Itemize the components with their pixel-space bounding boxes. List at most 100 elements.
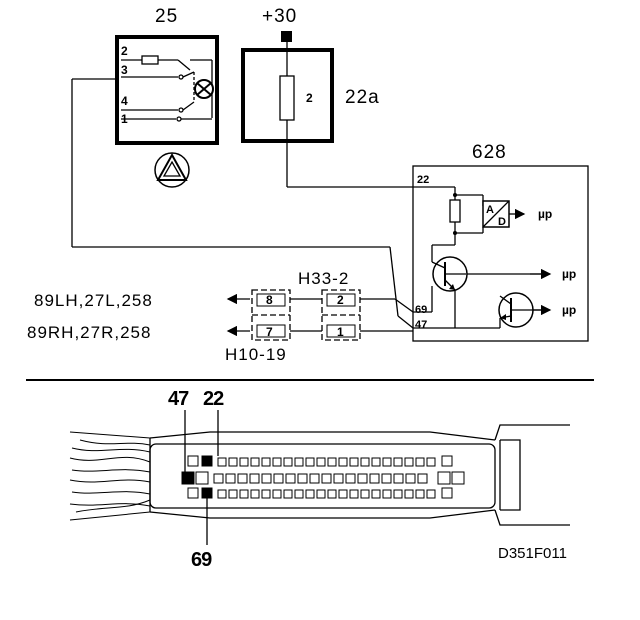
pin-leader-lines [184,410,219,545]
ad-label-d: D [498,216,506,228]
connector-end-pins [437,455,465,499]
connector-pin-cavity [285,473,296,484]
connector-pin-cavity [333,473,344,484]
connector-pin-cavity [261,473,272,484]
connector-pin-cavity [382,457,392,467]
connector-pin-cavity [417,473,428,484]
connector-pin-cavity [217,457,227,467]
component-22a: +30 2 22a [241,6,380,143]
transistor-2-icon [498,292,534,328]
connector-pin-cavity [426,457,436,467]
c628-pin-22: 22 [417,174,429,186]
connector-pin-cavity [349,457,359,467]
transistor-1-icon [431,256,468,292]
c25-pin-2: 2 [121,44,128,58]
h10-19-label: H10-19 [225,345,287,364]
connector-pin-cavity [321,473,332,484]
h10-pin-8: 8 [266,293,273,307]
ad-converter-icon: A D [482,200,510,228]
connector-pin-cavity [225,473,236,484]
connector-pin-cavity [393,457,403,467]
connector-pin-cavity [250,457,260,467]
external-wiring [71,78,414,332]
connector-pin-cavity [327,457,337,467]
connector-pin-cavity [405,473,416,484]
connector-pin-cavity [273,473,284,484]
connector-pin-cavity [283,489,293,499]
connector-pin-cavity [283,457,293,467]
component-25-label: 25 [155,6,178,27]
mu-p-1: µp [538,207,552,221]
h10-pin-7: 7 [266,325,273,339]
connector-pin-22-label: 22 [203,388,224,410]
connector-pin-cavity [393,489,403,499]
connector-pin-cavity [371,489,381,499]
component-25-box [115,35,219,145]
connector-pin-cavity [239,457,249,467]
component-22a-label: 22a [345,87,380,108]
h33-pin-2: 2 [337,293,344,307]
connector-pin-cavity [357,473,368,484]
component-25: 25 2 3 4 1 [115,6,219,188]
connector-pin-cavity [261,489,271,499]
component-628-box [412,165,589,342]
component-628: 628 22 69 47 [412,142,589,342]
connector-pin-cavity [360,489,370,499]
connector-pin-row-top [217,457,436,467]
connector-pin-cavity [371,457,381,467]
supply-terminal [281,31,292,42]
connector-pin-cavity [345,473,356,484]
connector-pin-cavity [415,457,425,467]
connector-pin-cavity [250,489,260,499]
c628-pin-69: 69 [415,304,427,316]
connector-pin-cavity [369,473,380,484]
component-628-label: 628 [472,142,507,163]
connector-housing [149,424,570,526]
connector-pin-69-label: 69 [191,549,212,571]
h33-2-label: H33-2 [298,269,349,288]
fuse-icon [279,75,295,121]
supply-plus30-label: +30 [262,6,297,27]
figure-code: D351F011 [498,545,567,562]
connector-h33-2: H33-2 2 1 [298,269,361,341]
connector-pin-cavity [360,457,370,467]
mu-p-3: µp [562,303,576,317]
connector-pin-cavity [217,489,227,499]
connector-pin-cavity [294,489,304,499]
connector-pin-cavity [382,489,392,499]
connector-pin-cavity [297,473,308,484]
connector-pin-cavity [381,473,392,484]
resistor-icon [449,199,461,223]
connector-pin-cavity [249,473,260,484]
dest-bottom-label: 89RH,27R,258 [27,323,151,342]
connector-pin-cavity [305,457,315,467]
dest-top-label: 89LH,27L,258 [34,291,153,310]
connector-pin-cavity [309,473,320,484]
connector-pin-cavity [213,473,224,484]
c628-pin-47: 47 [415,319,427,331]
cable-harness [69,431,151,521]
ad-label-a: A [486,204,494,216]
connector-pin-cavity [239,489,249,499]
connector-pin-47-label: 47 [168,388,189,410]
c22a-pin-2: 2 [306,91,313,105]
connector-pin-cavity [327,489,337,499]
ecu-connector-view: 47 22 69 [69,388,570,571]
connector-pin-cavity [228,457,238,467]
connector-pin-cavity [237,473,248,484]
connector-pin-cavity [228,489,238,499]
connector-pin-cavity [272,457,282,467]
connector-pin-cavity [404,489,414,499]
connector-pin-cavity [272,489,282,499]
connector-pin-cavity [338,457,348,467]
c25-pin-3: 3 [121,63,128,77]
connector-pin-cavity [316,489,326,499]
connector-pin-cavity [393,473,404,484]
connector-pin-row-bottom [217,489,436,499]
connector-pin-cavity [305,489,315,499]
connector-pin-cavity [261,457,271,467]
connector-pin-cavity [316,457,326,467]
c25-pin-4: 4 [121,94,128,108]
hazard-triangle-icon [154,152,190,188]
